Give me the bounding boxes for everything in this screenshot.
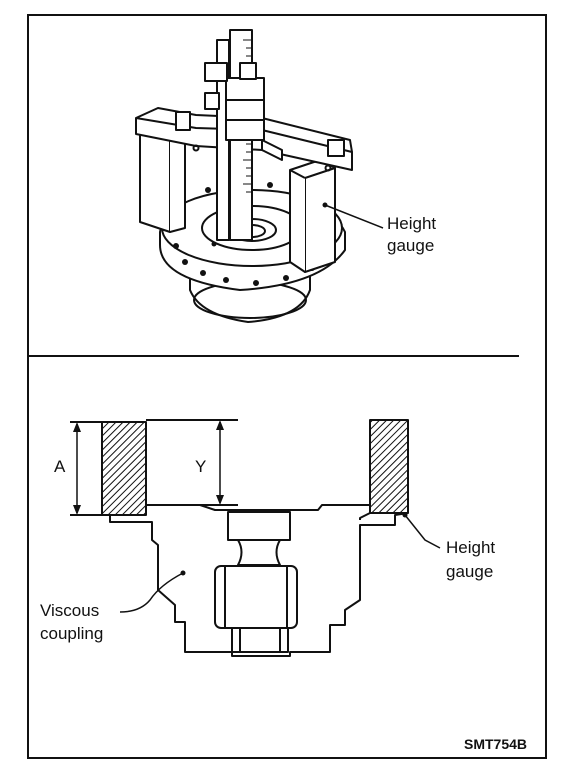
viscous-leader xyxy=(119,572,184,613)
dimension-a-label: A xyxy=(54,457,66,476)
viscous-coupling-label-line1: Viscous xyxy=(40,601,100,620)
cross-section xyxy=(70,419,409,657)
coupling-body xyxy=(214,565,298,629)
vernier-slider xyxy=(225,77,265,141)
shaft-neck xyxy=(237,539,281,566)
top-height-gauge-label-line2: gauge xyxy=(387,236,435,255)
shaft-bottom xyxy=(231,627,289,653)
shaft-top xyxy=(227,511,291,541)
isometric-assembly xyxy=(135,29,353,323)
dimension-a xyxy=(73,422,81,515)
dimension-y-label: Y xyxy=(195,457,207,476)
top-height-gauge-label-line1: Height xyxy=(387,214,437,233)
right-gauge-block xyxy=(304,167,336,273)
panel-divider xyxy=(27,355,519,357)
dimension-y xyxy=(216,420,224,505)
right-hatched-block xyxy=(369,419,409,514)
top-gauge-leader xyxy=(324,204,384,229)
bottom-height-gauge-label-line2: gauge xyxy=(446,562,494,581)
figure-code: SMT754B xyxy=(464,736,528,752)
left-gauge-block xyxy=(139,129,171,233)
bottom-height-gauge-label-line1: Height xyxy=(446,538,496,557)
left-hatched-block xyxy=(101,421,147,516)
figure-frame xyxy=(27,14,547,759)
housing-top-surface xyxy=(146,504,371,520)
bottom-gauge-leader xyxy=(404,514,441,549)
viscous-coupling-label-line2: coupling xyxy=(40,624,104,643)
